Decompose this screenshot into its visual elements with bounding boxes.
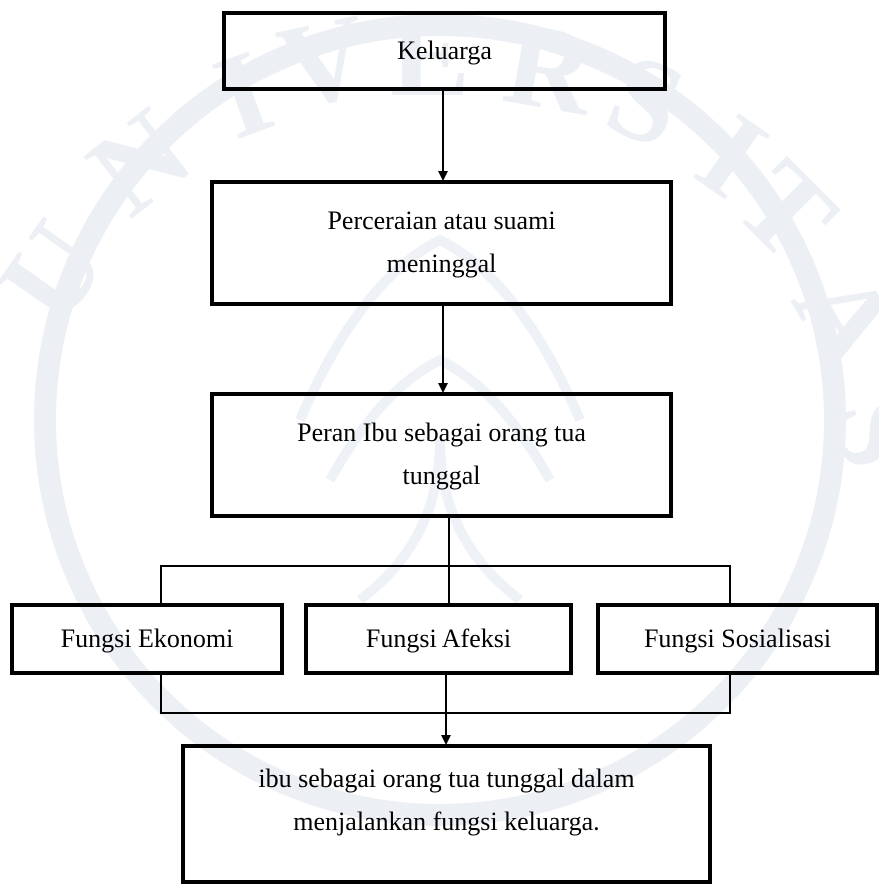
branch-bottom-bracket bbox=[160, 675, 731, 714]
svg-text:U: U bbox=[0, 198, 131, 345]
svg-text:S: S bbox=[805, 382, 879, 481]
node-perceraian-line-2: meninggal bbox=[386, 249, 497, 278]
node-kesimpulan-text: ibu sebagai orang tua tunggal dalam menj… bbox=[258, 758, 634, 844]
node-fungsi-afeksi: Fungsi Afeksi bbox=[304, 603, 573, 675]
node-peran-ibu-line-1: Peran Ibu sebagai orang tua bbox=[297, 418, 586, 448]
svg-text:N: N bbox=[64, 82, 214, 240]
svg-text:A: A bbox=[767, 247, 879, 389]
svg-text:T: T bbox=[712, 134, 863, 285]
node-perceraian-text: Perceraian atau suami meninggal bbox=[327, 200, 555, 286]
node-kesimpulan-line-2: menjalankan fungsi keluarga. bbox=[293, 806, 600, 836]
node-fungsi-sosialisasi-label: Fungsi Sosialisasi bbox=[643, 623, 832, 653]
branch-top-bracket bbox=[160, 565, 731, 603]
node-fungsi-sosialisasi: Fungsi Sosialisasi bbox=[596, 603, 879, 675]
node-fungsi-ekonomi-label: Fungsi Ekonomi bbox=[60, 623, 234, 653]
node-perceraian: Perceraian atau suami meninggal bbox=[210, 180, 673, 306]
svg-text:I: I bbox=[675, 87, 790, 223]
node-peran-ibu: Peran Ibu sebagai orang tua tunggal bbox=[210, 392, 673, 518]
node-fungsi-afeksi-label: Fungsi Afeksi bbox=[365, 623, 512, 653]
node-kesimpulan: ibu sebagai orang tua tunggal dalam menj… bbox=[181, 744, 712, 884]
node-keluarga: Keluarga bbox=[222, 11, 667, 91]
node-peran-ibu-line-2: tunggal bbox=[402, 461, 481, 490]
node-fungsi-ekonomi: Fungsi Ekonomi bbox=[10, 603, 284, 675]
node-peran-ibu-text: Peran Ibu sebagai orang tua tunggal bbox=[297, 412, 586, 498]
node-keluarga-label: Keluarga bbox=[397, 35, 492, 65]
node-kesimpulan-line-1: ibu sebagai orang tua tunggal dalam bbox=[258, 764, 635, 793]
node-perceraian-line-1: Perceraian atau suami bbox=[327, 206, 556, 236]
